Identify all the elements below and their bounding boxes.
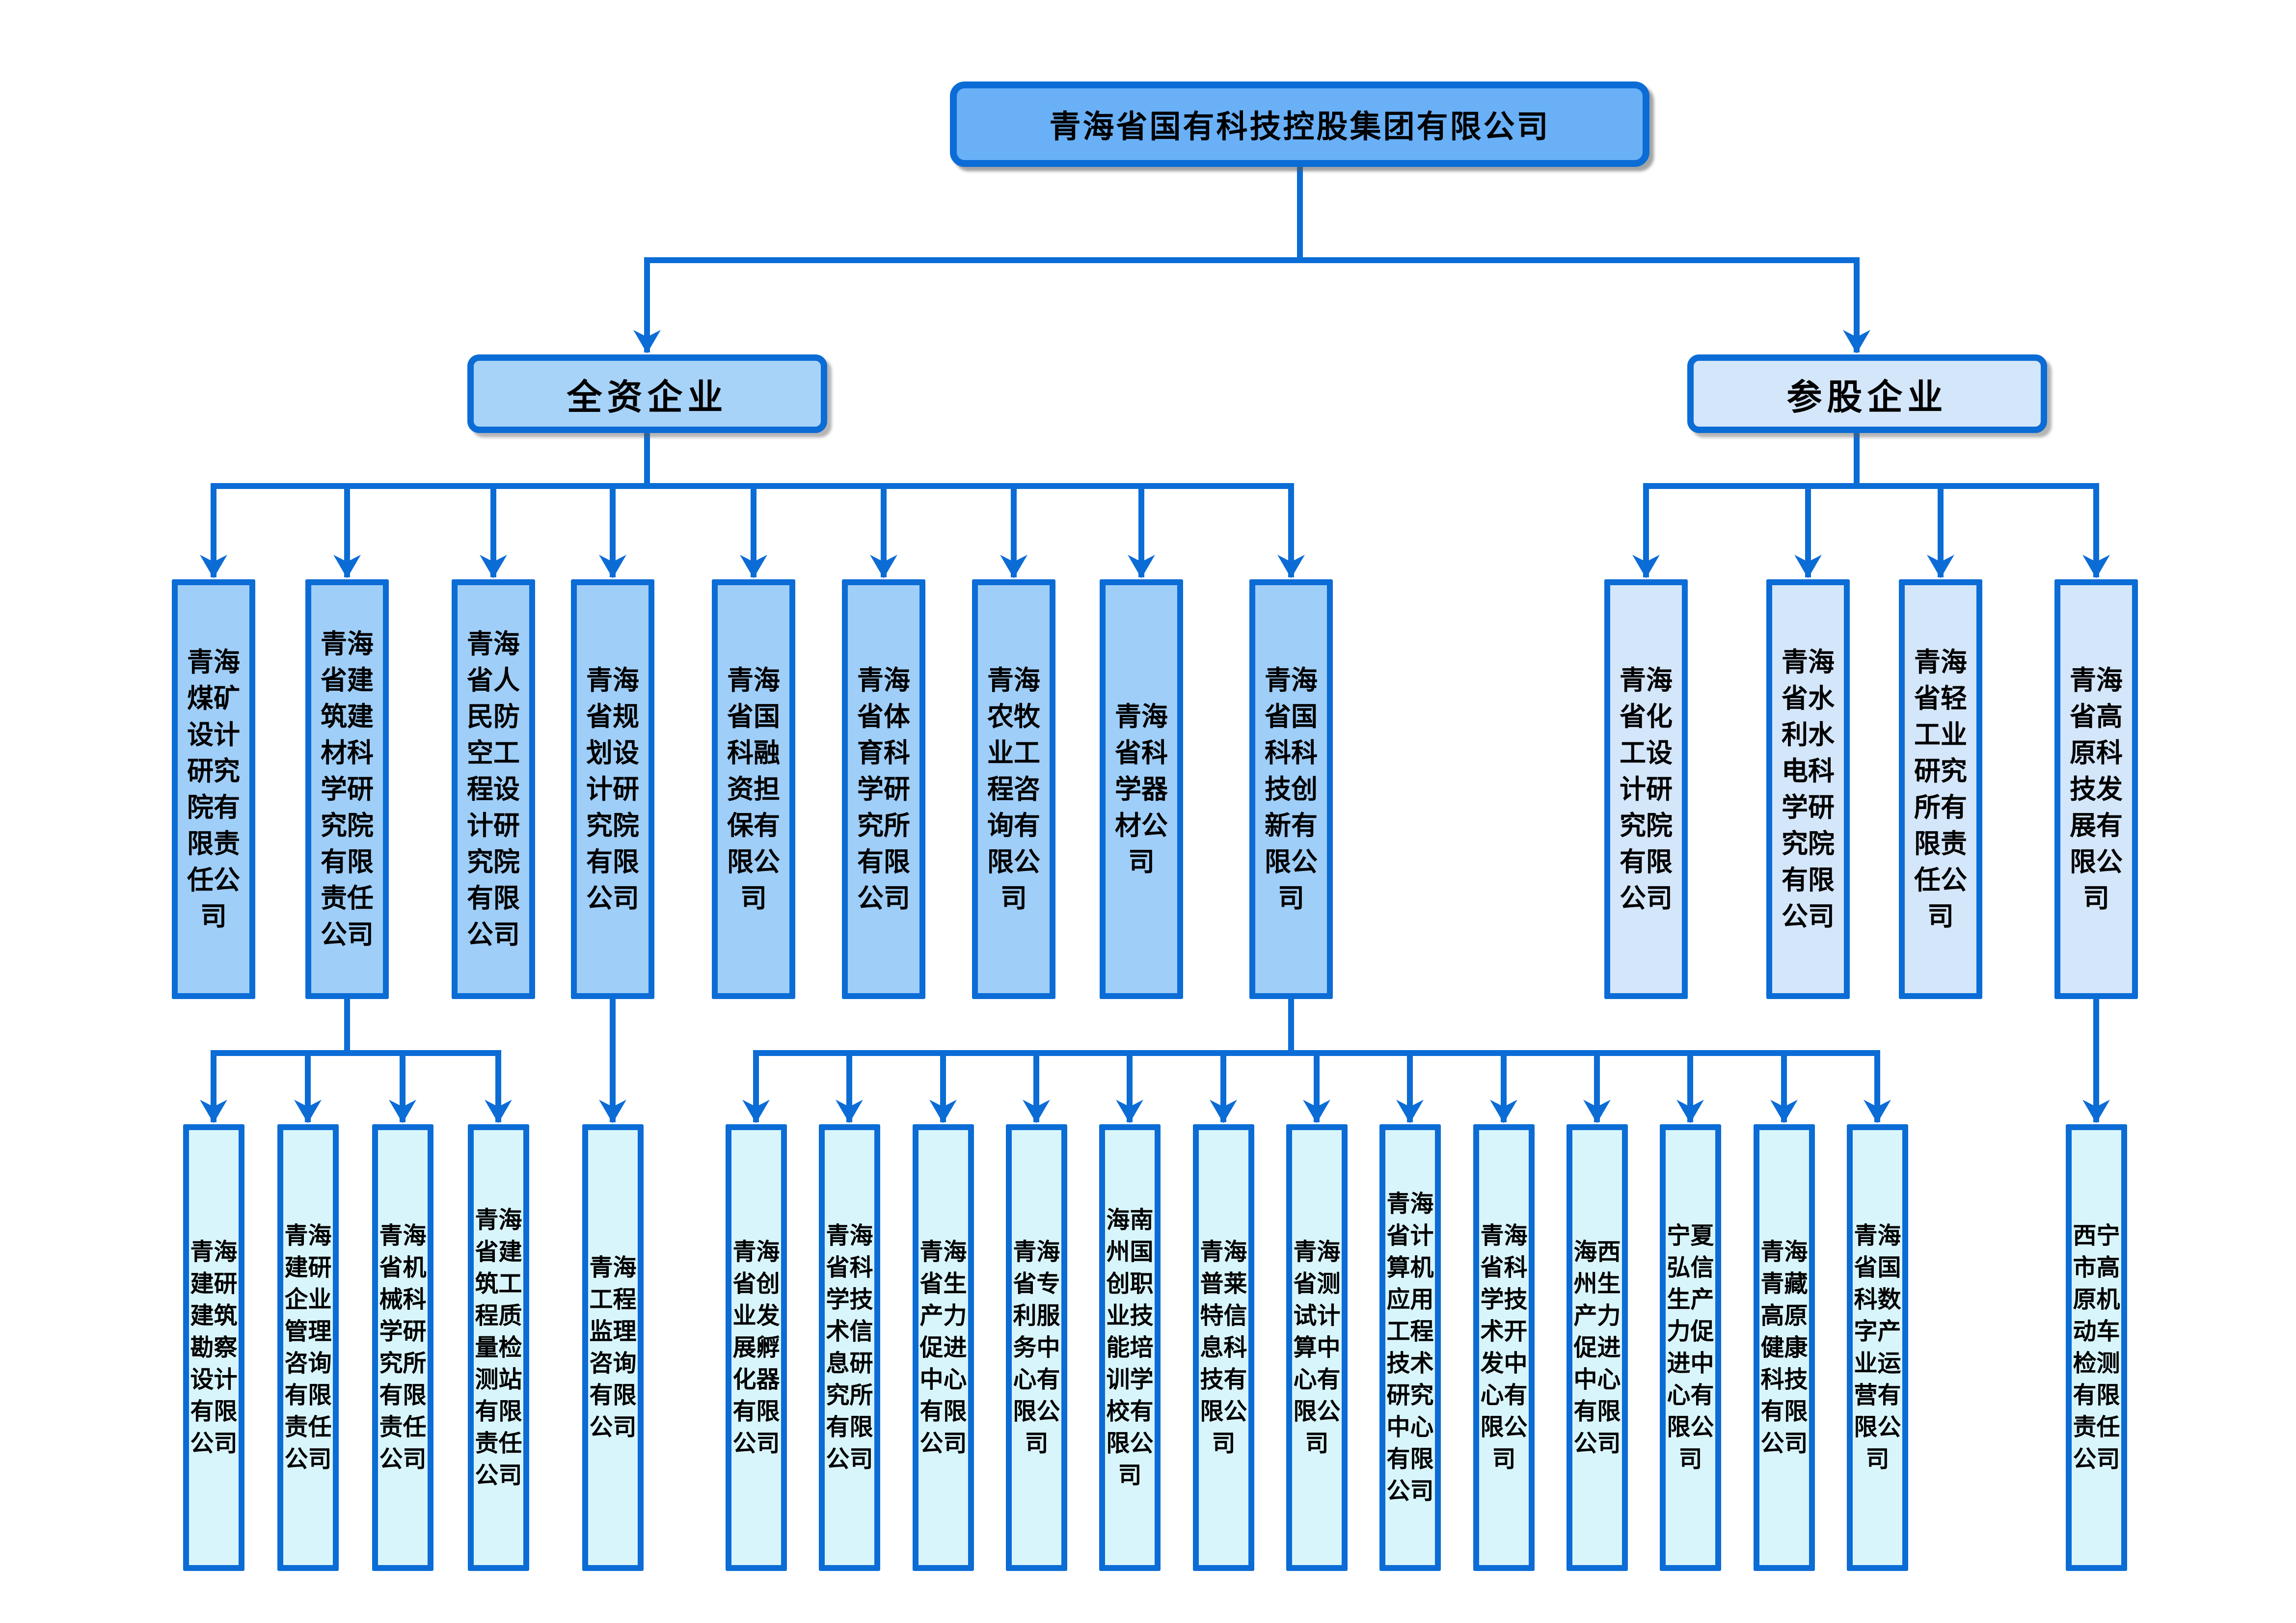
- company-name: 青海省人民防空工程设计研究院有限公司: [466, 629, 520, 949]
- company-name: 青海建研企业管理咨询有限责任公司: [284, 1223, 332, 1472]
- company-box: 青海省体育科学研究所有限公司: [842, 579, 925, 999]
- company-name: 青海工程监理咨询有限公司: [589, 1255, 637, 1440]
- company-name: 青海省专利服务中心有限公司: [1013, 1239, 1060, 1457]
- company-box: 青海省生产力促进中心有限公司: [913, 1124, 974, 1571]
- company-box: 青海省机械科学研究所有限责任公司: [372, 1124, 433, 1571]
- company-name: 青海省建筑工程质量检测站有限责任公司: [475, 1207, 522, 1488]
- company-box: 青海省科学器材公司: [1100, 579, 1183, 999]
- company-box: 青海省国科科技创新有限公司: [1249, 579, 1333, 999]
- company-box: 宁夏弘信生产力促进中心有限公司: [1660, 1124, 1721, 1571]
- company-name: 青海省创业发展孵化器有限公司: [732, 1239, 780, 1457]
- company-box: 青海省建筑工程质量检测站有限责任公司: [468, 1124, 529, 1571]
- company-name: 青海省高原科技发展有限公司: [2069, 665, 2123, 913]
- group-equity-label: 参股企业: [1786, 378, 1948, 417]
- company-name: 青海省生产力促进中心有限公司: [919, 1239, 967, 1457]
- company-name: 青海省建筑建材科学研究院有限责任公司: [320, 629, 374, 949]
- company-name: 青海省国科融资担保有限公司: [727, 665, 780, 913]
- company-name: 西宁市高原机动车检测有限责任公司: [2073, 1223, 2120, 1472]
- company-box: 青海省建筑建材科学研究院有限责任公司: [305, 579, 389, 999]
- group-wholly-owned-label: 全资企业: [567, 378, 728, 417]
- company-box: 青海普莱特信息科技有限公司: [1193, 1124, 1254, 1571]
- group-equity: 参股企业: [1687, 354, 2047, 433]
- company-name: 海南州国创职业技能培训学校有限公司: [1106, 1207, 1154, 1488]
- company-box: 青海煤矿设计研究院有限责任公司: [172, 579, 255, 999]
- company-name: 青海省轻工业研究所有限责任公司: [1914, 647, 1967, 931]
- company-box: 海南州国创职业技能培训学校有限公司: [1099, 1124, 1161, 1571]
- company-name: 青海省水利水电科学研究院有限公司: [1781, 647, 1835, 931]
- company-name: 青海省国科数字产业运营有限公司: [1854, 1223, 1901, 1472]
- company-name: 青海青藏高原健康科技有限公司: [1760, 1239, 1808, 1457]
- company-box: 青海省创业发展孵化器有限公司: [726, 1124, 787, 1571]
- company-box: 青海省科学技术开发中心有限公司: [1473, 1124, 1535, 1571]
- company-name: 青海普莱特信息科技有限公司: [1200, 1239, 1247, 1457]
- company-box: 青海省规划设计研究院有限公司: [571, 579, 654, 999]
- company-box: 青海省专利服务中心有限公司: [1006, 1124, 1067, 1571]
- company-box: 青海省国科融资担保有限公司: [712, 579, 795, 999]
- company-box: 西宁市高原机动车检测有限责任公司: [2066, 1124, 2127, 1571]
- company-name: 青海省规划设计研究院有限公司: [586, 665, 639, 913]
- company-box: 青海青藏高原健康科技有限公司: [1754, 1124, 1815, 1571]
- company-box: 海西州生产力促进中心有限公司: [1567, 1124, 1628, 1571]
- company-name: 海西州生产力促进中心有限公司: [1573, 1239, 1621, 1457]
- company-name: 青海省科学技术信息研究所有限公司: [826, 1223, 873, 1472]
- company-name: 宁夏弘信生产力促进中心有限公司: [1667, 1223, 1714, 1472]
- company-name: 青海省体育科学研究所有限公司: [857, 665, 910, 913]
- company-box: 青海省科学技术信息研究所有限公司: [819, 1124, 880, 1571]
- company-box: 青海省人民防空工程设计研究院有限公司: [452, 579, 535, 999]
- company-name: 青海省机械科学研究所有限责任公司: [379, 1223, 427, 1472]
- company-box: 青海省计算机应用工程技术研究中心有限公司: [1379, 1124, 1441, 1571]
- company-name: 青海煤矿设计研究院有限责任公司: [187, 647, 240, 931]
- company-box: 青海工程监理咨询有限公司: [582, 1124, 644, 1571]
- company-box: 青海省高原科技发展有限公司: [2054, 579, 2138, 999]
- company-name: 青海建研建筑勘察设计有限公司: [190, 1239, 238, 1457]
- company-box: 青海省化工设计研究院有限公司: [1604, 579, 1688, 999]
- company-box: 青海省国科数字产业运营有限公司: [1847, 1124, 1908, 1571]
- company-box: 青海农牧业工程咨询有限公司: [972, 579, 1055, 999]
- company-name: 青海省国科科技创新有限公司: [1264, 665, 1318, 913]
- root-company-box: 青海省国有科技控股集团有限公司: [950, 81, 1649, 167]
- company-box: 青海省轻工业研究所有限责任公司: [1899, 579, 1982, 999]
- company-name: 青海省测试计算中心有限公司: [1293, 1239, 1341, 1457]
- company-box: 青海省测试计算中心有限公司: [1286, 1124, 1348, 1571]
- group-wholly-owned: 全资企业: [467, 354, 827, 433]
- company-box: 青海建研建筑勘察设计有限公司: [183, 1124, 244, 1571]
- company-box: 青海建研企业管理咨询有限责任公司: [277, 1124, 339, 1571]
- root-company-name: 青海省国有科技控股集团有限公司: [1049, 109, 1550, 144]
- company-name: 青海省科学技术开发中心有限公司: [1480, 1223, 1528, 1472]
- company-name: 青海省化工设计研究院有限公司: [1619, 665, 1673, 913]
- company-name: 青海省科学器材公司: [1114, 702, 1168, 877]
- company-name: 青海省计算机应用工程技术研究中心有限公司: [1386, 1191, 1434, 1504]
- company-box: 青海省水利水电科学研究院有限公司: [1766, 579, 1850, 999]
- company-name: 青海农牧业工程咨询有限公司: [987, 665, 1040, 913]
